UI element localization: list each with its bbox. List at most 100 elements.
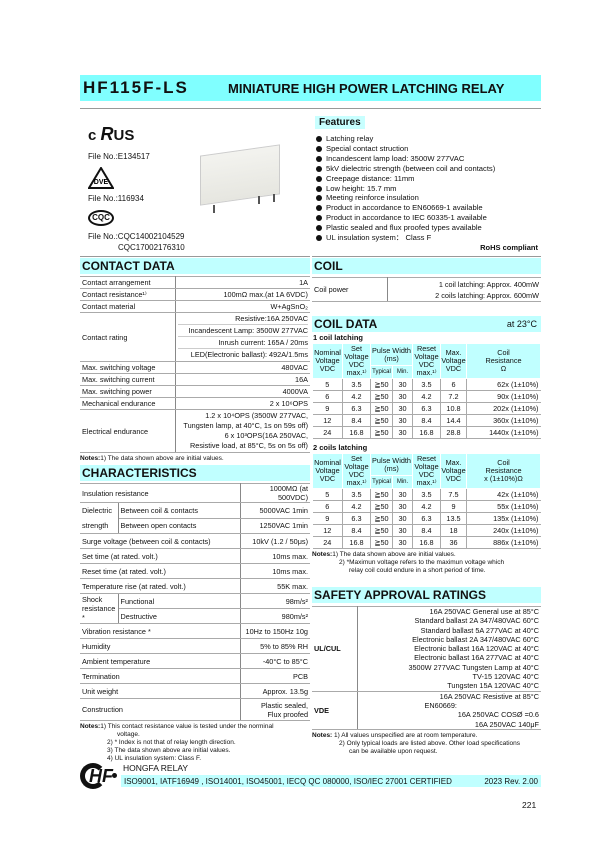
cqc-file-number-2: CQC17002176310 [118,243,185,252]
coil-data-cell: 12 [312,414,343,427]
coil-data-cell: ≧50 [370,414,393,427]
coil-data-cell: ≧50 [370,390,393,403]
table-row: VDE 16A 250VAC Resistive at 85°C EN60669… [312,690,541,730]
feature-item: 5kV dielectric strength (between coil an… [312,164,541,174]
page-number: 221 [522,800,537,810]
features-panel: Features Latching relay Special contact … [312,112,541,257]
coil-data-cell: ≧50 [370,378,393,391]
hongfa-logo-icon: HF [80,763,117,789]
coil-data-cell: ≧50 [370,488,393,501]
right-column: COIL Coil power 1 coil latching: Approx.… [312,258,541,756]
coil-data-cell: 6 [440,378,467,391]
ul-logo-icon: c RUS [88,124,135,144]
quality-certifications: ISO9001, IATF16949 , ISO14001, ISO45001,… [124,776,452,786]
vde-file-number: File No.:116934 [88,194,144,203]
relay-pin [258,196,260,204]
coil-data-cell: 14.4 [440,414,467,427]
coil-data-cell: 28.8 [440,426,467,439]
vde-logo-icon: DVE [88,167,114,189]
coil-data-cell: 135x (1±10%) [466,512,541,525]
feature-item: Product in accordance to IEC 60335-1 ava… [312,213,541,223]
characteristics-notes: Notes:1) This contact resistance value i… [80,723,274,762]
coil-data-cell: 30 [392,512,413,525]
coil-data-cell: 30 [392,500,413,513]
coil-data-cell: 36 [440,536,467,549]
table-row: Reset time (at rated. volt.)10ms max. [80,563,310,579]
coil-data-cell: 240x (1±10%) [466,524,541,537]
coil-data-cell: 202x (1±10%) [466,402,541,415]
coil-data-cell: 5 [312,488,343,501]
coil-data-cell: 16.8 [342,536,371,549]
coil-data-cell: 360x (1±10%) [466,414,541,427]
relay-product-image [200,144,280,206]
coil-data-cell: 6.3 [412,402,441,415]
coil-data-cell: 16.8 [412,426,441,439]
coil-data-cell: 1440x (1±10%) [466,426,541,439]
feature-item: Meeting reinforce insulation [312,193,541,203]
coil-data-cell: 30 [392,426,413,439]
coil-data-cell: 3.5 [342,488,371,501]
cqc-file-number-1: File No.:CQC14002104529 [88,232,185,241]
coil-data-cell: 18 [440,524,467,537]
footer: HF HONGFA RELAY ISO9001, IATF16949 , ISO… [80,763,541,793]
divider [312,256,541,257]
coil-data-cell: 6 [312,390,343,403]
divider [80,256,310,257]
coil-data-cell: 8.4 [412,414,441,427]
company-name: HONGFA RELAY [123,763,189,773]
ul-file-number: File No.:E134517 [88,152,150,161]
table-row: Set time (at rated. volt.)10ms max. [80,548,310,564]
coil-data-cell: 4.2 [412,390,441,403]
coil-data-cell: ≧50 [370,524,393,537]
coil-data-cell: ≧50 [370,512,393,525]
coil-data-cell: 8.4 [412,524,441,537]
coil-data-cell: 6.3 [342,402,371,415]
table-row: Surge voltage (between coil & contacts)1… [80,533,310,549]
table-row: Contact resistance¹⁾100mΩ max.(at 1A 6VD… [80,288,310,301]
feature-item: Latching relay [312,134,541,144]
relay-pin [213,205,215,213]
coil-data-cell: ≧50 [370,500,393,513]
coil-data-cell: 30 [392,402,413,415]
top-divider [80,108,541,109]
coil-data-cell: 7.5 [440,488,467,501]
coil-data-cell: 4.2 [342,500,371,513]
coil-data-cell: 9 [312,402,343,415]
coil-data-cell: 8.4 [342,524,371,537]
coil-data-cell: 30 [392,378,413,391]
feature-item: Low height: 15.7 mm [312,184,541,194]
table-row: Electrical endurance 1.2 x 10⁴OPS (3500W… [80,409,310,453]
coil-data-cell: 4.2 [412,500,441,513]
coil-table: Coil power 1 coil latching: Approx. 400m… [312,277,541,302]
coil-data-cell: 62x (1±10%) [466,378,541,391]
coil-data-cell: ≧50 [370,536,393,549]
coil-data-cell: 9 [440,500,467,513]
coil-data-cell: 13.5 [440,512,467,525]
coil-data-cell: 24 [312,426,343,439]
coil-data-cell: 7.2 [440,390,467,403]
coil-data-cell: 3.5 [412,378,441,391]
safety-notes: Notes: 1) All values unspecified are at … [312,731,521,755]
coil-data-cell: 30 [392,488,413,501]
coil-data-cell: 4.2 [342,390,371,403]
feature-item: Creepage distance: 11mm [312,174,541,184]
coil-data-cell: 6.3 [342,512,371,525]
feature-item: Incandescent lamp load: 3500W 277VAC [312,154,541,164]
